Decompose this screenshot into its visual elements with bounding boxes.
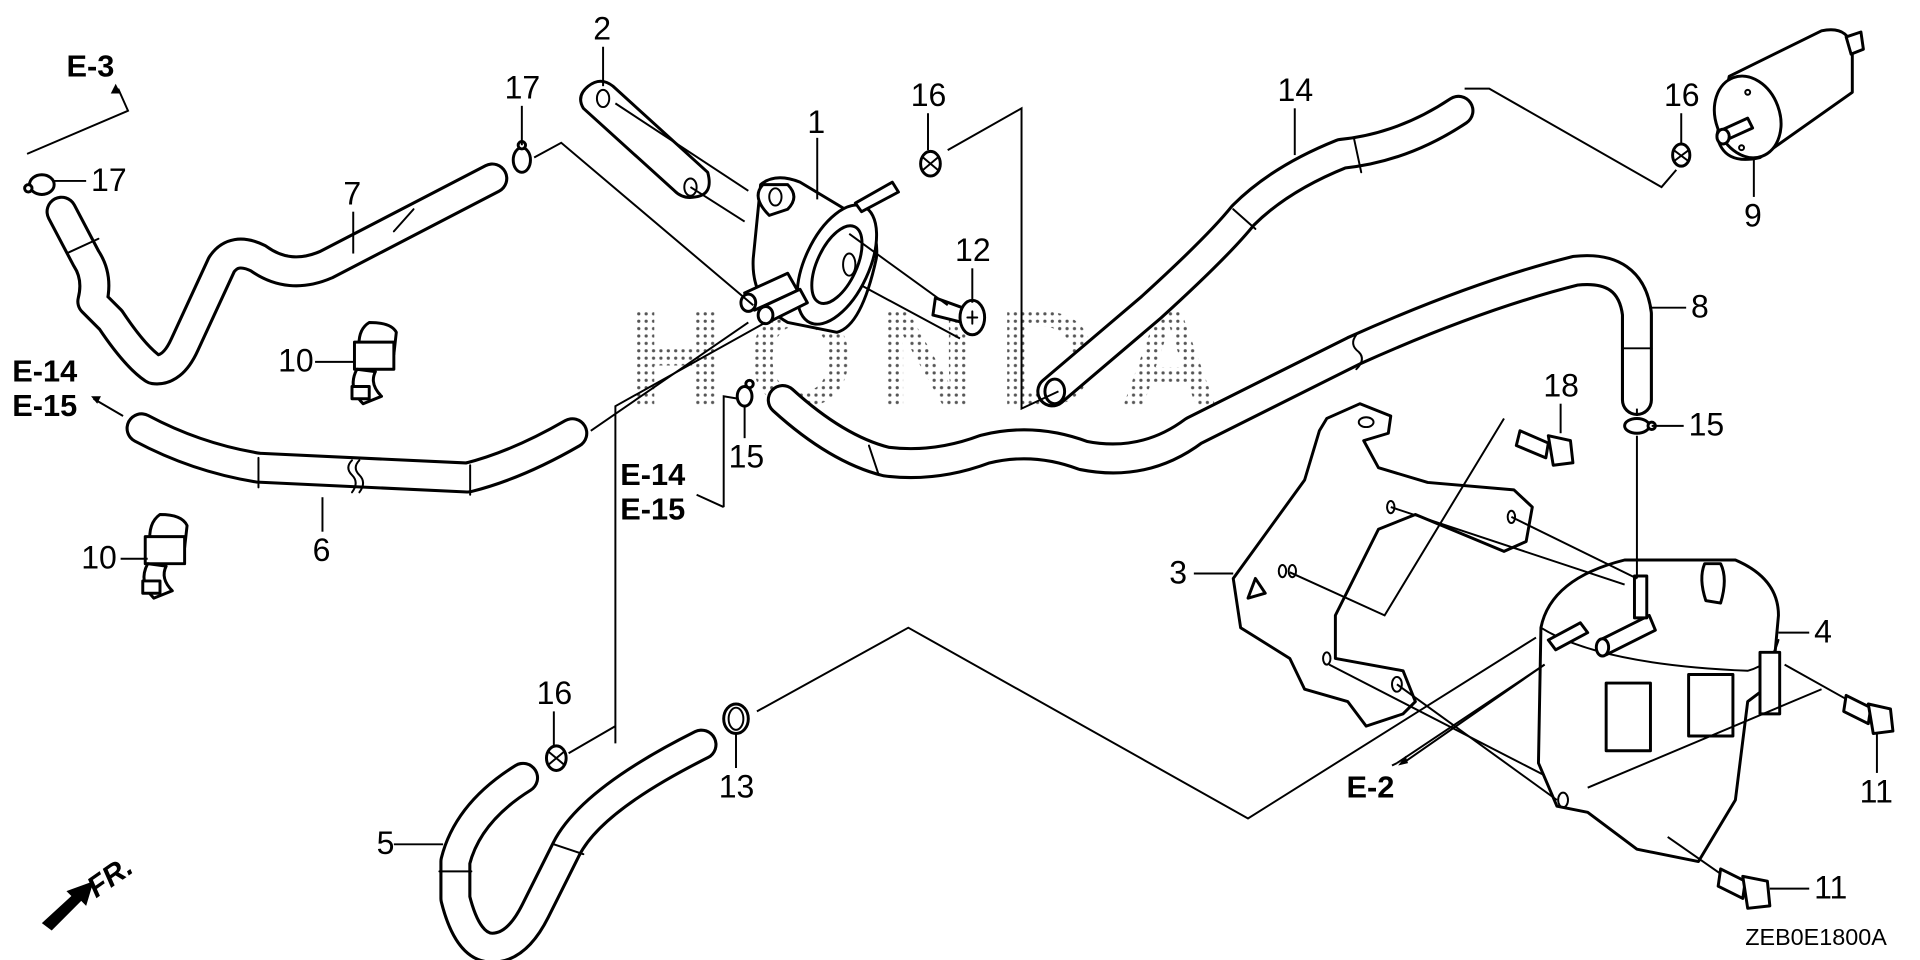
ref-e3[interactable]: E-3 bbox=[66, 48, 114, 83]
clip-17-center[interactable] bbox=[511, 140, 532, 174]
callout-16-center: 16 bbox=[911, 77, 947, 113]
callout-5: 5 bbox=[377, 825, 395, 861]
hose-7[interactable] bbox=[45, 162, 509, 386]
front-label: FR. bbox=[81, 850, 139, 904]
callout-11-lower: 11 bbox=[1814, 869, 1847, 905]
callout-11-upper: 11 bbox=[1860, 773, 1893, 809]
fuel-pump-1[interactable] bbox=[739, 176, 900, 336]
clamp-13[interactable] bbox=[722, 702, 750, 736]
ref-e14-mid[interactable]: E-14 bbox=[620, 457, 685, 492]
callout-9: 9 bbox=[1744, 197, 1762, 233]
bolt-11-lower[interactable] bbox=[1716, 867, 1772, 910]
ref-e2[interactable]: E-2 bbox=[1346, 770, 1394, 805]
fuel-pump-9[interactable] bbox=[1703, 28, 1865, 167]
callout-16-right: 16 bbox=[1664, 77, 1700, 113]
callout-labels: 1 2 3 4 5 6 7 8 9 10 10 11 11 12 13 14 1… bbox=[81, 10, 1893, 905]
canister-4[interactable] bbox=[1536, 558, 1782, 864]
figure-code: ZEB0E1800A bbox=[1745, 924, 1887, 950]
bolt-11-upper[interactable] bbox=[1842, 693, 1895, 736]
front-arrow-icon bbox=[41, 881, 94, 931]
callout-15-right: 15 bbox=[1689, 407, 1725, 443]
hose-8[interactable] bbox=[766, 254, 1653, 480]
callout-3: 3 bbox=[1169, 554, 1187, 590]
callout-15-center: 15 bbox=[729, 439, 765, 475]
callout-leaders bbox=[54, 46, 1878, 890]
ref-e15-left[interactable]: E-15 bbox=[12, 388, 77, 423]
callout-12: 12 bbox=[955, 232, 991, 268]
callout-10-upper: 10 bbox=[278, 343, 314, 379]
hose-5[interactable] bbox=[438, 728, 718, 960]
screw-12[interactable] bbox=[931, 296, 987, 337]
bracket-3[interactable] bbox=[1231, 402, 1534, 728]
callout-17-center: 17 bbox=[505, 69, 541, 105]
hose-6[interactable] bbox=[125, 412, 589, 496]
clamp-16-center[interactable] bbox=[919, 149, 942, 178]
clip-10-upper[interactable] bbox=[350, 320, 398, 406]
stay-plate-2[interactable] bbox=[579, 79, 711, 199]
clip-17-left[interactable] bbox=[23, 173, 56, 196]
callout-16-lower: 16 bbox=[537, 675, 573, 711]
callout-13: 13 bbox=[719, 769, 755, 805]
callout-4: 4 bbox=[1814, 613, 1832, 649]
callout-1: 1 bbox=[807, 104, 825, 140]
bolt-18[interactable] bbox=[1514, 429, 1575, 467]
callout-8: 8 bbox=[1691, 289, 1709, 325]
callout-18: 18 bbox=[1543, 367, 1579, 403]
hose-14[interactable] bbox=[1036, 94, 1475, 408]
front-direction-indicator: FR. bbox=[41, 850, 139, 931]
callout-2: 2 bbox=[593, 10, 611, 46]
callout-10-lower: 10 bbox=[81, 540, 117, 576]
clip-10-lower[interactable] bbox=[141, 512, 189, 600]
callout-17-left: 17 bbox=[91, 162, 127, 198]
ref-e14-left[interactable]: E-14 bbox=[12, 354, 77, 389]
clamp-16-lower[interactable] bbox=[544, 744, 568, 772]
clamp-16-right[interactable] bbox=[1671, 142, 1692, 168]
clip-15-right[interactable] bbox=[1623, 416, 1657, 435]
callout-14: 14 bbox=[1278, 72, 1314, 108]
callout-6: 6 bbox=[313, 532, 331, 568]
connection-lines bbox=[26, 87, 1847, 875]
callout-7: 7 bbox=[343, 175, 361, 211]
ref-e15-mid[interactable]: E-15 bbox=[620, 491, 685, 526]
section-references: E-3 E-14 E-15 E-14 E-15 E-2 bbox=[12, 48, 1546, 805]
